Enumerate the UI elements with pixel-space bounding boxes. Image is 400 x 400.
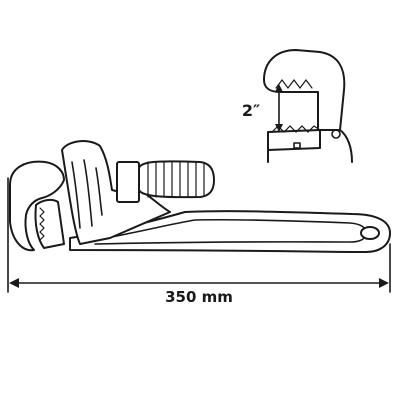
length-label: 350 mm bbox=[165, 288, 233, 306]
handle-groove bbox=[94, 218, 367, 245]
jaw-opening-label: 2″ bbox=[242, 101, 260, 120]
nut-knurling bbox=[147, 161, 205, 198]
jaw-opening-detail: 2″ bbox=[242, 49, 353, 163]
adjusting-nut bbox=[137, 160, 215, 199]
detail-upper-jaw bbox=[263, 49, 346, 131]
hook-jaw bbox=[9, 160, 65, 252]
detail-pin bbox=[331, 129, 341, 139]
detail-body bbox=[267, 129, 353, 163]
detail-slot bbox=[293, 142, 301, 149]
detail-lower-jaw bbox=[267, 129, 321, 151]
hang-hole bbox=[360, 226, 380, 240]
pipe-wrench bbox=[9, 140, 391, 253]
heel-jaw bbox=[34, 198, 65, 249]
length-dimension: 350 mm bbox=[7, 177, 391, 306]
frame-slot-2 bbox=[83, 159, 93, 227]
length-arrow-left bbox=[9, 278, 19, 288]
frame-slot-1 bbox=[71, 161, 81, 229]
jaw-teeth bbox=[39, 207, 45, 241]
jaw-dimension-arrow bbox=[275, 84, 283, 132]
frame-slot-3 bbox=[95, 167, 103, 216]
length-arrow-right bbox=[379, 278, 389, 288]
detail-upper-teeth bbox=[275, 79, 313, 89]
nut-clamp bbox=[116, 161, 140, 203]
